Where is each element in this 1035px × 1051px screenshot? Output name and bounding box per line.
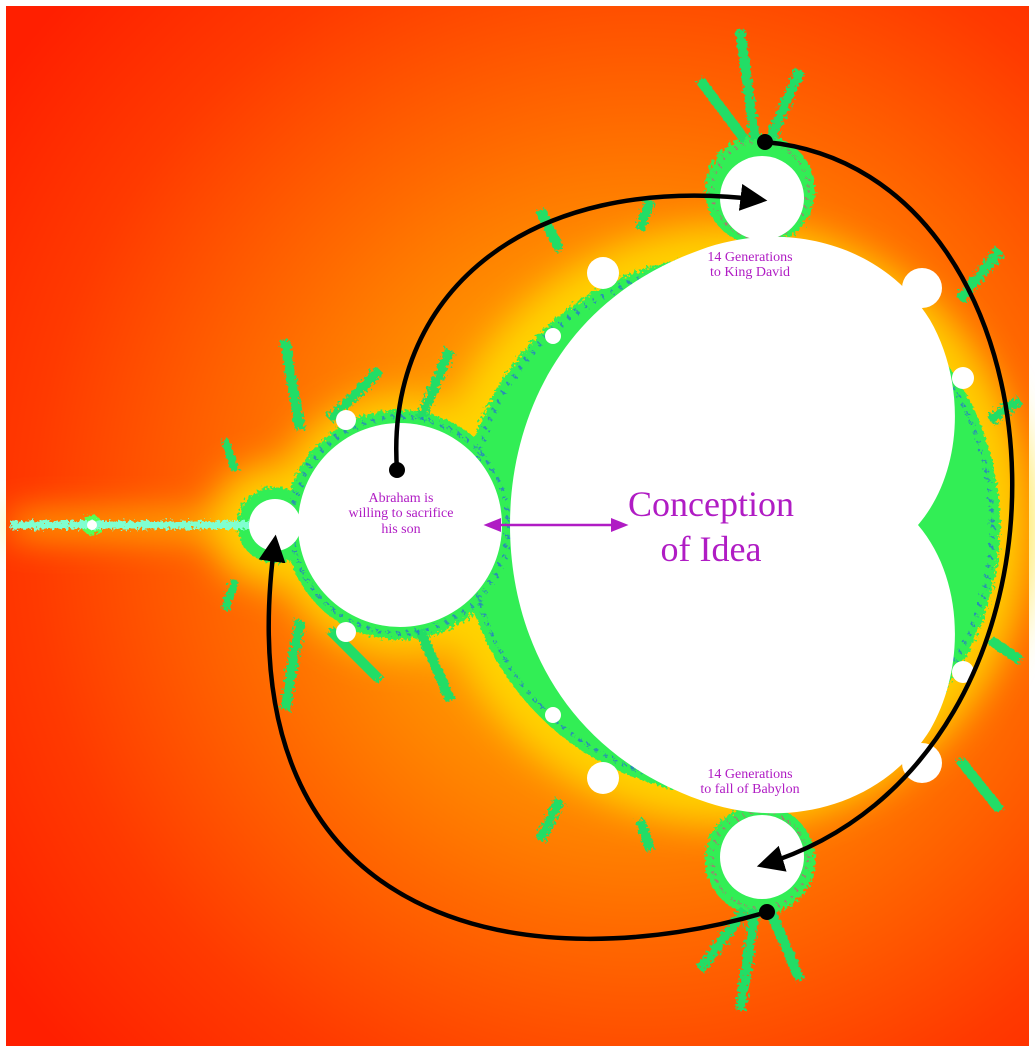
arrow-abraham-to-david — [394, 183, 768, 471]
dot-marker-icon — [389, 134, 775, 920]
arrow-david-to-babylon — [756, 139, 1015, 872]
main-cardioid — [510, 236, 955, 814]
curved-arrow-icon — [258, 139, 1015, 942]
mandelbrot-interior — [87, 156, 974, 899]
label-babylon: 14 Generations to fall of Babylon — [700, 767, 800, 798]
label-king-david: 14 Generations to King David — [707, 250, 793, 281]
period-2-bulb — [298, 423, 502, 627]
label-conception: Conception of Idea — [628, 484, 794, 569]
label-abraham: Abraham is willing to sacrifice his son — [348, 491, 454, 537]
arrow-babylon-to-left — [258, 534, 768, 942]
